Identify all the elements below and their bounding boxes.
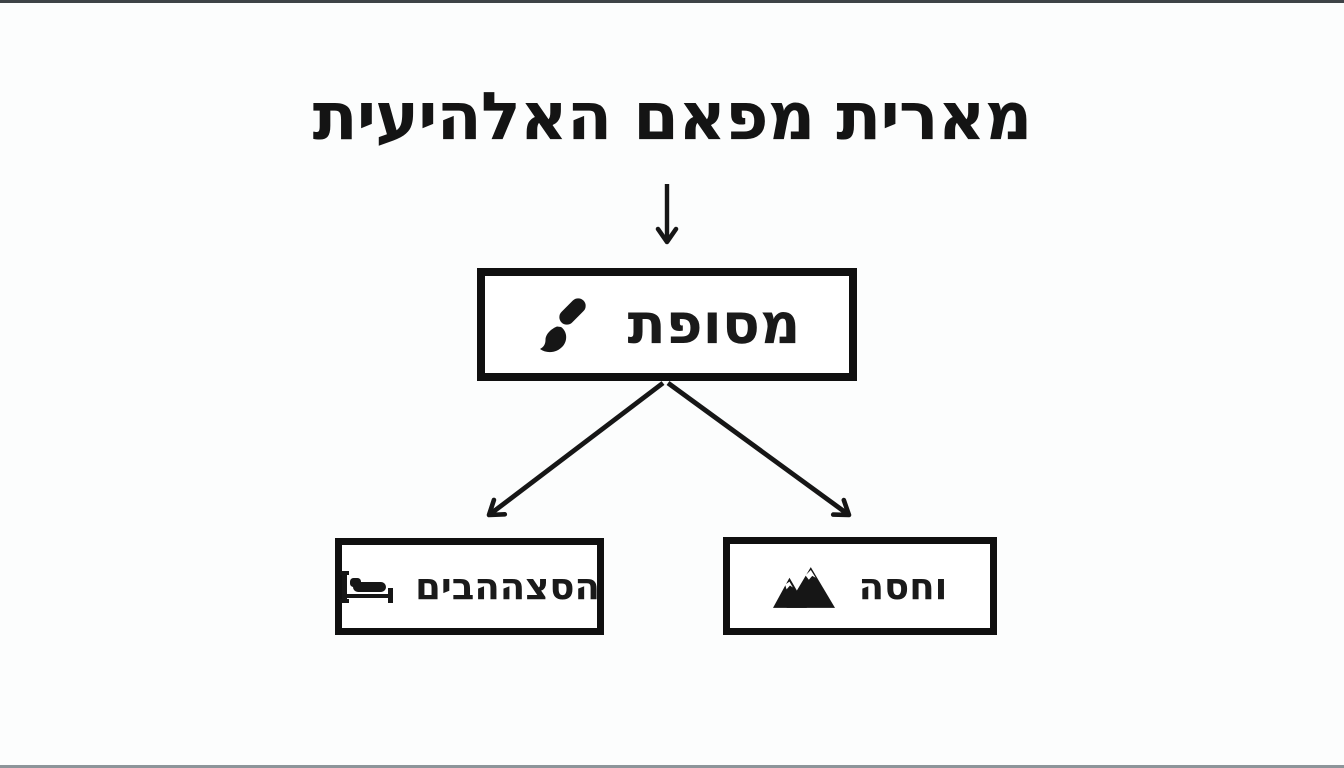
child-node-right-box: וחסה (723, 537, 997, 635)
diagram-title: מארית מפאם האלהיעית (312, 78, 1033, 155)
arrow-root-to-right-child (666, 381, 852, 518)
bottom-edge-strip (0, 765, 1344, 768)
child-node-right-label: וחסה (858, 564, 948, 608)
top-edge-strip (0, 0, 1344, 3)
paintbrush-icon (534, 293, 598, 357)
child-node-left-label: הסצההבים (415, 565, 600, 608)
root-node-box: מסופת (477, 268, 857, 381)
root-node-label: מסופת (627, 291, 801, 357)
mountain-icon (772, 565, 835, 608)
bed-icon (339, 569, 403, 605)
child-node-left-box: הסצההבים (335, 538, 604, 635)
arrow-root-to-left-child (486, 381, 665, 518)
